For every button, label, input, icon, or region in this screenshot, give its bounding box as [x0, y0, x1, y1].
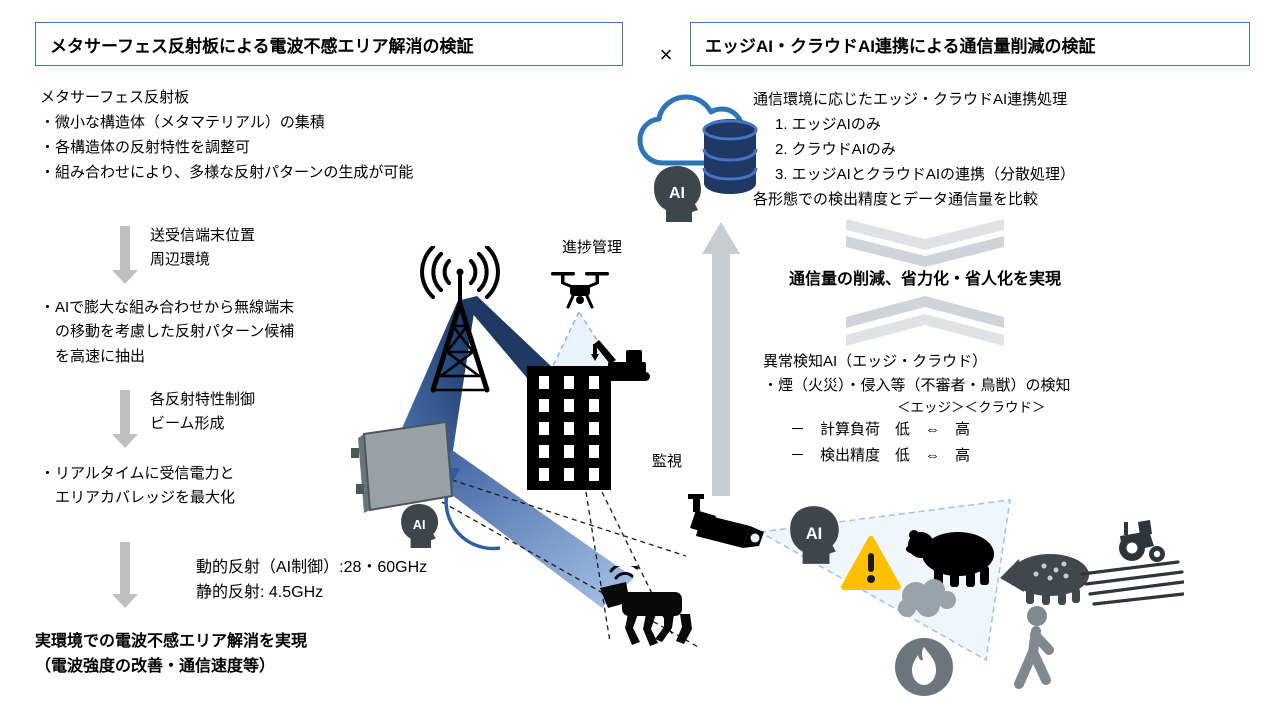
walking-person-icon	[1014, 606, 1054, 689]
intro-bullet: ・各構造体の反射特性を調整可	[40, 139, 251, 156]
building-icon	[527, 366, 611, 490]
cctv-camera-icon	[688, 494, 764, 548]
left-verification-title-box: メタサーフェス反射板による電波不感エリア解消の検証	[35, 22, 623, 66]
drone-view-cone	[549, 310, 617, 371]
ai-label: AI	[669, 185, 685, 202]
ai-head-icon: AI	[401, 504, 439, 548]
arrow1-label: 送受信端末位置 周辺環境	[150, 227, 256, 269]
step-ai-text: ・AIで膨大な組み合わせから無線端末 の移動を考慮した反射パターン候補 を高速に…	[40, 299, 295, 365]
right-outcome-text: 通信量の削減、省力化・省人化を実現	[788, 271, 1061, 288]
excavator-icon	[591, 340, 650, 381]
ai-label: AI	[413, 518, 426, 532]
detection-title: 異常検知AI（エッジ・クラウド）	[763, 353, 988, 370]
left-verification-title: メタサーフェス反射板による電波不感エリア解消の検証	[50, 36, 474, 56]
ai-head-icon: AI	[790, 506, 839, 564]
ai-head-icon: AI	[654, 166, 701, 222]
right-verification-title-box: エッジAI・クラウドAI連携による通信量削減の検証	[690, 22, 1250, 66]
chevrons-up-icon	[846, 296, 1004, 346]
wifi-arc-icon	[614, 571, 634, 580]
ai-option: 3. エッジAIとクラウドAIの連携（分散処理）	[775, 166, 1076, 183]
right-verification-title: エッジAI・クラウドAI連携による通信量削減の検証	[705, 36, 1096, 56]
detection-desc: ・煙（火災）・侵入等（不審者・鳥獣）の検知	[763, 377, 1071, 394]
compare-note: 各形態での検出精度とデータ通信量を比較	[753, 191, 1039, 208]
cell-tower-icon	[420, 246, 500, 393]
smoke-flame-icon	[895, 579, 956, 696]
times-symbol: ×	[659, 42, 673, 67]
beam-panel-to-dog	[416, 450, 634, 608]
flow-down-arrow-icon	[112, 542, 138, 608]
right-top-title: 通信環境に応じたエッジ・クラウドAI連携処理	[753, 91, 1068, 108]
wifi-arc-icon	[609, 566, 639, 573]
database-icon	[702, 119, 758, 194]
robot-dog-icon	[600, 566, 692, 646]
warning-icon	[841, 536, 901, 590]
metasurface-panel-icon	[351, 420, 454, 513]
step-realtime-text: ・リアルタイムに受信電力と エリアカバレッジを最大化	[40, 465, 236, 507]
drone-icon	[551, 272, 609, 309]
chevrons-down-icon	[846, 219, 1004, 267]
arrow2-label: 各反射特性制御 ビーム形成	[150, 391, 256, 433]
bear-icon	[906, 530, 994, 587]
monitor-label: 監視	[652, 453, 683, 470]
frequencies-text: 動的反射（AI制御）:28・60GHz 静的反射: 4.5GHz	[196, 559, 428, 601]
upload-arrow-icon	[702, 222, 740, 496]
edge-cloud-header: ＜エッジ＞＜クラウド＞	[897, 400, 1046, 415]
intro-title: メタサーフェス反射板	[40, 89, 190, 106]
reflection-path-dashed	[441, 479, 701, 649]
ai-option: 1. エッジAIのみ	[775, 116, 881, 133]
intro-bullet: ・微小な構造体（メタマテリアル）の集積	[40, 114, 325, 131]
intro-bullet: ・組み合わせにより、多様な反射パターンの生成が可能	[40, 164, 414, 181]
flow-down-arrow-icon	[112, 226, 138, 284]
ai-option: 2. クラウドAIのみ	[775, 141, 896, 158]
tractor-field-icon	[1080, 520, 1184, 606]
left-outcome-text: 実環境での電波不感エリア解消を実現 （電波強度の改善・通信速度等）	[35, 633, 308, 675]
compare-row: － 計算負荷 低 ⇔ 高	[790, 421, 971, 438]
ai-label: AI	[806, 524, 823, 543]
compare-row: － 検出精度 低 ⇔ 高	[790, 447, 971, 464]
progress-label: 進捗管理	[562, 239, 623, 256]
boar-icon	[1000, 554, 1089, 605]
flow-down-arrow-icon	[112, 390, 138, 448]
